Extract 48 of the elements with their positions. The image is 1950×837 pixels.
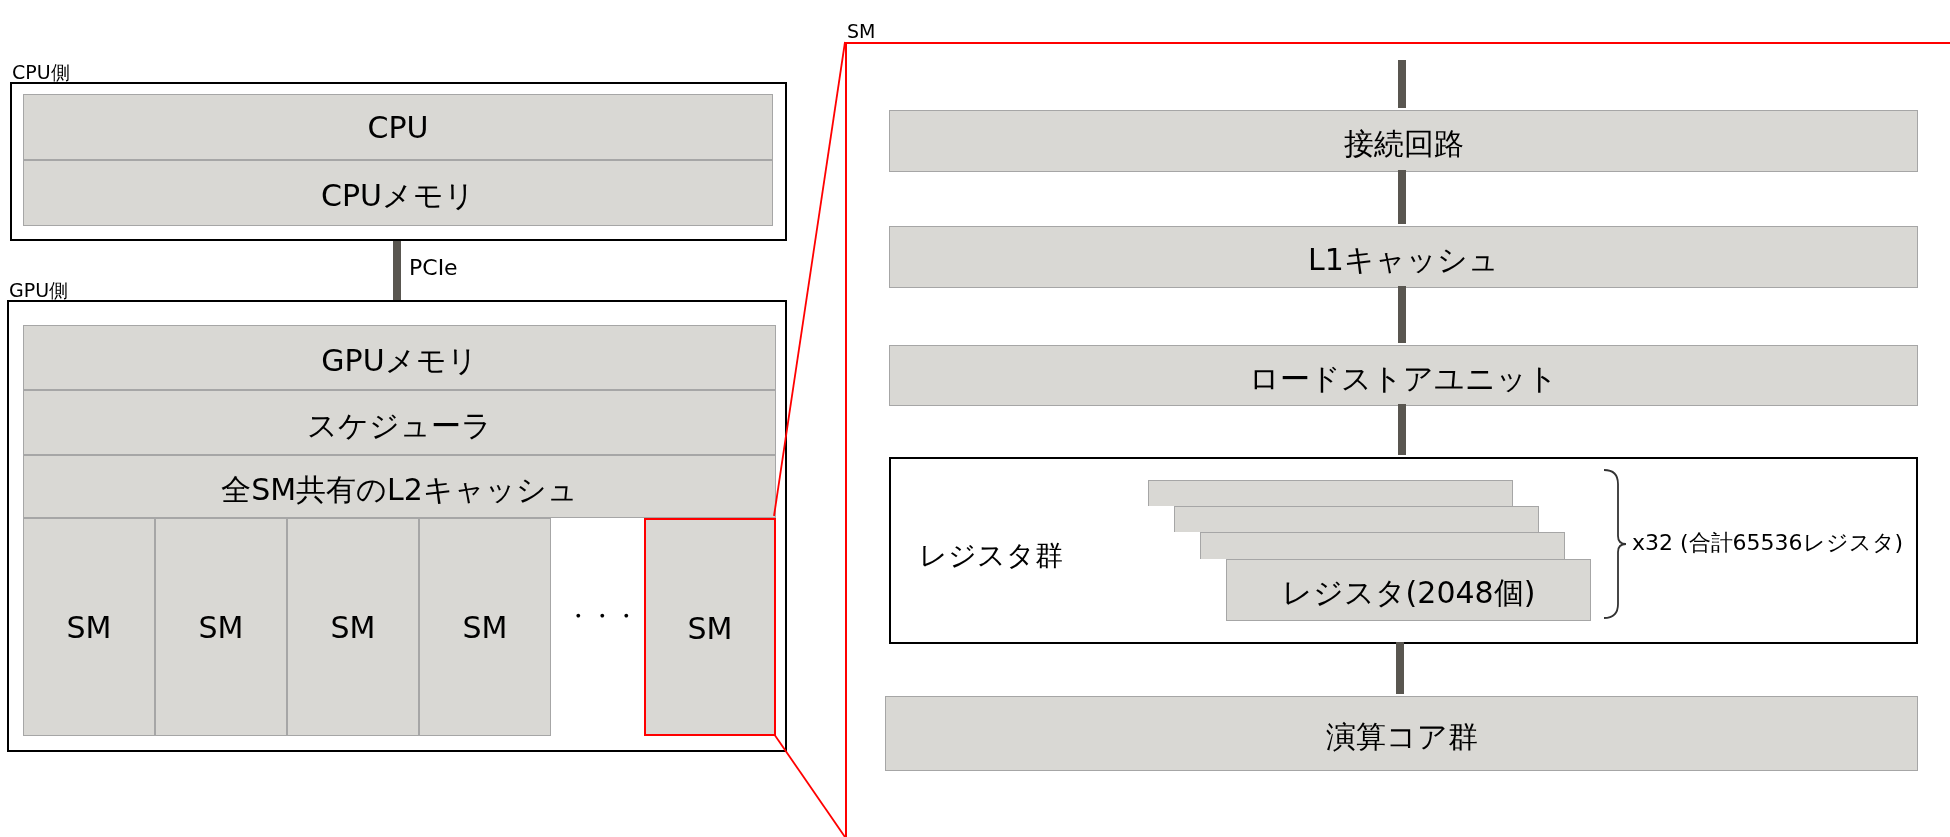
block-box	[23, 325, 776, 390]
block-box	[1174, 506, 1539, 532]
box-label: ロードストアユニット	[1248, 359, 1559, 398]
zoom-line	[773, 733, 846, 837]
connector-bar	[1398, 404, 1406, 455]
connector-bar	[1396, 642, 1404, 694]
block-box	[1226, 559, 1591, 621]
ellipsis-label: ・・・	[566, 601, 638, 632]
block-box	[419, 518, 551, 736]
block-box	[23, 160, 773, 226]
box-label: 接続回路	[1342, 125, 1465, 163]
block-box	[23, 518, 155, 736]
group-heading: SM	[847, 20, 876, 42]
box-label: 演算コア群	[1324, 717, 1479, 756]
block-box	[1148, 480, 1513, 506]
box-label: SM	[329, 610, 377, 645]
box-label: L1キャッシュ	[1307, 241, 1500, 279]
box-label: SM	[197, 610, 245, 645]
block-box	[23, 455, 776, 518]
block-box	[1200, 532, 1565, 559]
box-label: CPUメモリ	[320, 177, 476, 215]
block-box	[23, 390, 776, 455]
block-box	[23, 94, 773, 160]
block-box	[889, 110, 1918, 172]
box-label: スケジューラ	[306, 406, 493, 445]
block-box	[287, 518, 419, 736]
group-heading: CPU側	[12, 60, 70, 85]
block-box	[155, 518, 287, 736]
box-label: 全SM共有のL2キャッシュ	[220, 470, 579, 509]
box-label: GPUメモリ	[320, 341, 479, 380]
box-label: CPU	[366, 110, 430, 145]
group-heading: GPU側	[9, 278, 69, 303]
zoom-line	[773, 41, 846, 517]
connector-bar	[393, 241, 401, 300]
block-box	[889, 345, 1918, 406]
group-label: レジスタ群	[919, 538, 1063, 574]
box-label: レジスタ(2048個)	[1280, 574, 1537, 612]
box-label: SM	[686, 611, 734, 646]
connector-bar	[1398, 286, 1406, 343]
highlighted-block-box	[644, 518, 776, 736]
block-box	[885, 696, 1918, 771]
edge-label: PCIe	[409, 254, 458, 280]
count-note: x32 (合計65536レジスタ)	[1632, 529, 1905, 557]
block-box	[889, 226, 1918, 288]
box-label: SM	[461, 610, 509, 645]
group-frame	[889, 457, 1918, 644]
connector-bar	[1398, 170, 1406, 224]
box-label: SM	[65, 610, 113, 645]
